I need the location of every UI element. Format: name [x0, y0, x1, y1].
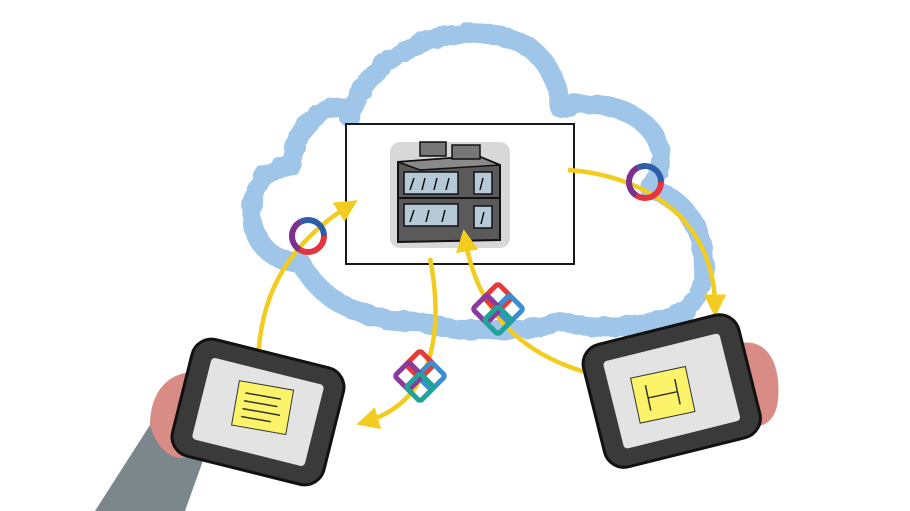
arrow-up-center [456, 229, 586, 375]
chain-logo-icon [393, 349, 447, 403]
tablet-right-icon [581, 313, 779, 469]
swirl-logo-icon [626, 163, 664, 201]
arrow-right-down [567, 167, 727, 317]
tablet-left-icon [95, 337, 346, 511]
server-building-icon [390, 141, 510, 248]
arrow-down-left [356, 257, 438, 429]
swirl-logo-icon [289, 217, 327, 255]
chain-logo-icon [471, 282, 525, 336]
sticky-note-icon [630, 365, 696, 424]
sticky-note-icon [231, 380, 295, 436]
